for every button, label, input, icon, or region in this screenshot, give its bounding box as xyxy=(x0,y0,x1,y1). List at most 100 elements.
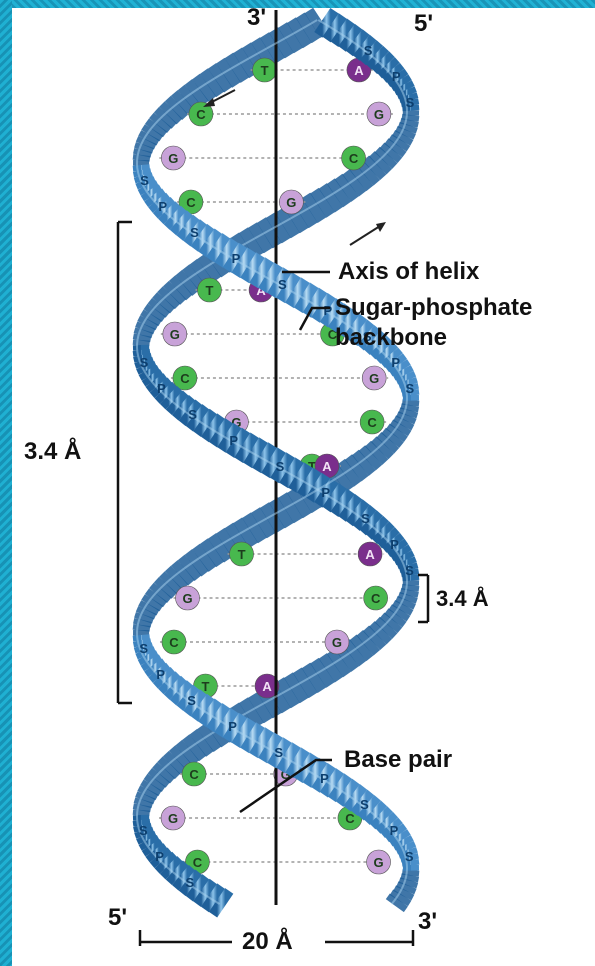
backbone-letter: P xyxy=(232,251,241,266)
base-letter: G xyxy=(168,811,178,826)
strand-a-segment xyxy=(404,600,407,606)
strand-b-segment xyxy=(402,890,405,896)
strand-b-segment xyxy=(147,605,150,611)
strand-a-segment xyxy=(404,130,407,136)
strand-end-label-bottom-right: 3' xyxy=(418,908,437,936)
strand-b-segment xyxy=(141,635,142,641)
strand-b-segment xyxy=(402,420,405,426)
base-pair: CG xyxy=(171,366,388,390)
strand-b-segment xyxy=(408,880,410,886)
strand-a-segment xyxy=(409,120,410,126)
base-letter: C xyxy=(193,855,203,870)
strand-a-segment xyxy=(403,555,406,561)
backbone-letter: P xyxy=(392,69,401,84)
base-letter: T xyxy=(261,63,269,78)
strand-a-segment xyxy=(148,840,151,846)
strand-b-segment xyxy=(395,430,399,436)
base-pair: GC xyxy=(161,322,347,346)
backbone-letter: S xyxy=(139,641,148,656)
backbone-letter: P xyxy=(320,771,329,786)
strand-a-segment xyxy=(410,115,411,121)
backbone-label-line1: Sugar-phosphate xyxy=(335,294,532,322)
strand-b-segment xyxy=(141,625,142,631)
backbone-letter: S xyxy=(360,797,369,812)
strand-a-segment xyxy=(144,325,146,331)
base-letter: G xyxy=(332,635,342,650)
backbone-letter: S xyxy=(364,43,373,58)
axis-of-helix-label: Axis of helix xyxy=(338,258,479,286)
strand-b-segment xyxy=(399,895,402,901)
backbone-letter: S xyxy=(188,407,197,422)
rise-label: 3.4 Å xyxy=(436,586,489,612)
base-letter: G xyxy=(168,151,178,166)
backbone-letter: P xyxy=(391,355,400,370)
strand-a-segment xyxy=(403,85,406,91)
backbone-letter: P xyxy=(157,381,166,396)
strand-b-segment xyxy=(145,140,147,146)
base-letter: C xyxy=(180,371,190,386)
strand-end-label-bottom-left: 5' xyxy=(108,904,127,932)
strand-b-segment xyxy=(143,615,145,621)
backbone-letter: S xyxy=(187,693,196,708)
base-letter: C xyxy=(367,415,377,430)
strand-a-segment xyxy=(398,140,402,146)
strand-b-segment xyxy=(142,620,143,626)
strand-a-segment xyxy=(148,370,151,376)
backbone-letter: S xyxy=(405,381,414,396)
strand-a-segment xyxy=(141,335,142,341)
strand-a-segment xyxy=(149,785,152,791)
strand-b-segment xyxy=(141,165,142,171)
backbone-letter: P xyxy=(324,303,333,318)
strand-a-segment xyxy=(410,585,411,591)
base-letter: C xyxy=(189,767,199,782)
base-pair: CG xyxy=(177,190,305,214)
base-letter: C xyxy=(371,591,381,606)
backbone-letter: P xyxy=(158,199,167,214)
base-letter: G xyxy=(374,855,384,870)
base-letter: C xyxy=(169,635,179,650)
base-letter: A xyxy=(354,63,364,78)
base-letter: G xyxy=(369,371,379,386)
base-letter: A xyxy=(365,547,375,562)
width-label: 20 Å xyxy=(242,928,293,956)
strand-b-segment xyxy=(142,150,143,156)
strand-end-label-top-right: 5' xyxy=(414,10,433,38)
backbone-letter: S xyxy=(185,875,194,890)
strand-b-segment xyxy=(150,600,154,606)
backbone-letter: S xyxy=(190,225,199,240)
strand-a-segment xyxy=(149,315,152,321)
base-letter: C xyxy=(345,811,355,826)
base-pair-label: Base pair xyxy=(344,746,452,774)
strand-a-segment xyxy=(144,795,146,801)
base-letter: T xyxy=(238,547,246,562)
strand-end-label-top-left: 3' xyxy=(247,4,266,32)
base-letter: C xyxy=(186,195,196,210)
strand-a-segment xyxy=(153,780,157,786)
strand-a-segment xyxy=(401,605,404,611)
backbone-letter: S xyxy=(274,745,283,760)
strand-b-segment xyxy=(141,155,142,161)
strand-b-segment xyxy=(143,145,145,151)
backbone-letter: S xyxy=(140,355,149,370)
backbone-letter: P xyxy=(156,667,165,682)
base-letter: T xyxy=(206,283,214,298)
strand-a-segment xyxy=(146,790,149,796)
strand-b-segment xyxy=(405,375,407,381)
strand-b-segment xyxy=(147,135,150,141)
base-letter: C xyxy=(196,107,206,122)
strand-a-segment xyxy=(401,135,404,141)
strand-b-segment xyxy=(409,405,410,411)
strand-a-segment xyxy=(409,590,410,596)
strand-b-segment xyxy=(410,400,411,406)
backbone-letter: S xyxy=(139,823,148,838)
strand-a-segment xyxy=(407,125,409,131)
strand-b-segment xyxy=(405,415,407,421)
strand-a-segment xyxy=(141,805,142,811)
strand-b-segment xyxy=(402,840,405,846)
base-letter: G xyxy=(170,327,180,342)
backbone-letter: S xyxy=(405,849,414,864)
base-letter: G xyxy=(182,591,192,606)
